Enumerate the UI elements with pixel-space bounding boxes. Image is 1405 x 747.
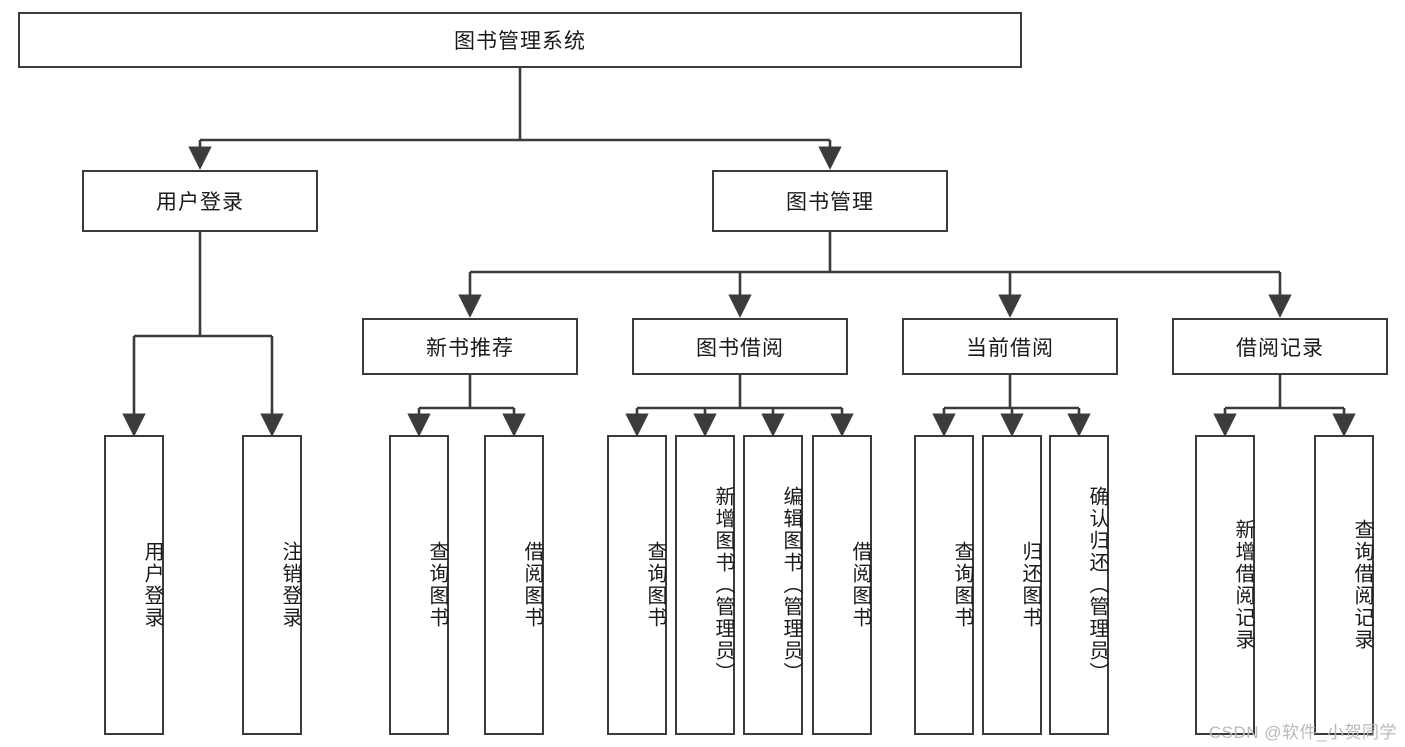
node-leaf-add-record-label: 新增借阅记录: [1232, 519, 1254, 651]
node-borrow-record[interactable]: 借阅记录: [1172, 318, 1388, 375]
node-root[interactable]: 图书管理系统: [18, 12, 1022, 68]
node-book-manage[interactable]: 图书管理: [712, 170, 948, 232]
node-current-borrow[interactable]: 当前借阅: [902, 318, 1118, 375]
node-leaf-query-book-2[interactable]: 查询图书: [607, 435, 667, 735]
node-current-borrow-label: 当前借阅: [966, 336, 1054, 360]
node-leaf-edit-book-label: 编辑图书（管理员）: [780, 486, 802, 684]
node-leaf-borrow-book-2-label: 借阅图书: [849, 541, 871, 629]
node-leaf-return-book[interactable]: 归还图书: [982, 435, 1042, 735]
node-user-login-label: 用户登录: [156, 191, 244, 214]
node-new-book-recommend-label: 新书推荐: [426, 336, 514, 360]
node-new-book-recommend[interactable]: 新书推荐: [362, 318, 578, 375]
node-leaf-query-record[interactable]: 查询借阅记录: [1314, 435, 1374, 735]
node-leaf-user-login-label: 用户登录: [141, 541, 163, 629]
node-leaf-add-record[interactable]: 新增借阅记录: [1195, 435, 1255, 735]
node-leaf-query-book-3-label: 查询图书: [951, 541, 973, 629]
node-leaf-query-book-3[interactable]: 查询图书: [914, 435, 974, 735]
node-user-login[interactable]: 用户登录: [82, 170, 318, 232]
node-leaf-query-book-2-label: 查询图书: [644, 541, 666, 629]
node-borrow-record-label: 借阅记录: [1236, 336, 1324, 360]
node-leaf-return-book-label: 归还图书: [1019, 541, 1041, 629]
node-leaf-borrow-book-1[interactable]: 借阅图书: [484, 435, 544, 735]
node-leaf-confirm-return-label: 确认归还（管理员）: [1086, 486, 1108, 684]
node-leaf-query-record-label: 查询借阅记录: [1351, 519, 1373, 651]
node-root-label: 图书管理系统: [454, 30, 586, 53]
node-leaf-query-book-1[interactable]: 查询图书: [389, 435, 449, 735]
node-leaf-user-logout[interactable]: 注销登录: [242, 435, 302, 735]
node-leaf-user-logout-label: 注销登录: [279, 541, 301, 629]
node-leaf-add-book[interactable]: 新增图书（管理员）: [675, 435, 735, 735]
node-leaf-borrow-book-2[interactable]: 借阅图书: [812, 435, 872, 735]
node-book-manage-label: 图书管理: [786, 191, 874, 214]
node-leaf-edit-book[interactable]: 编辑图书（管理员）: [743, 435, 803, 735]
node-book-borrow[interactable]: 图书借阅: [632, 318, 848, 375]
node-leaf-borrow-book-1-label: 借阅图书: [521, 541, 543, 629]
node-leaf-confirm-return[interactable]: 确认归还（管理员）: [1049, 435, 1109, 735]
node-leaf-add-book-label: 新增图书（管理员）: [712, 486, 734, 684]
node-leaf-query-book-1-label: 查询图书: [426, 541, 448, 629]
node-leaf-user-login[interactable]: 用户登录: [104, 435, 164, 735]
node-book-borrow-label: 图书借阅: [696, 336, 784, 360]
